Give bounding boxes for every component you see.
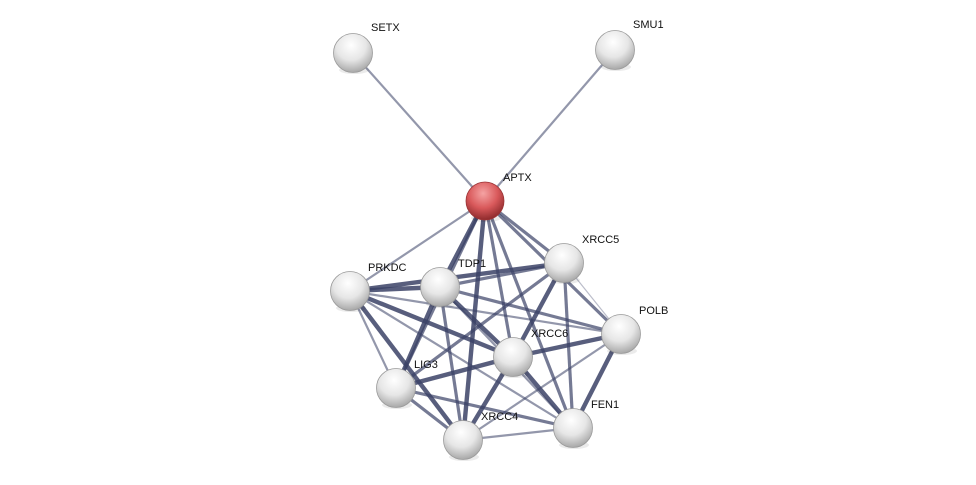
node-label: XRCC6 (531, 328, 568, 340)
node-sphere[interactable] (376, 368, 416, 408)
node-sphere[interactable] (333, 33, 373, 73)
edge-lig3-fen1[interactable] (395, 386, 574, 430)
node-tdp1[interactable]: TDP1 (420, 258, 487, 308)
node-sphere[interactable] (544, 243, 584, 283)
edge-tdp1-xrcc4[interactable] (438, 286, 465, 441)
node-sphere[interactable] (465, 181, 505, 221)
node-label: PRKDC (368, 262, 407, 274)
node-sphere[interactable] (595, 30, 635, 70)
node-sphere[interactable] (330, 271, 370, 311)
edge-prkdc-polb[interactable] (349, 289, 622, 336)
edge-xrcc5-lig3[interactable] (395, 261, 565, 390)
node-sphere[interactable] (553, 408, 593, 448)
node-label: TDP1 (458, 258, 486, 270)
node-polb[interactable]: POLB (601, 305, 669, 355)
edge-polb-xrcc4[interactable] (462, 333, 622, 441)
node-label: FEN1 (591, 399, 619, 411)
edge-aptx-setx[interactable] (352, 52, 486, 202)
node-xrcc6[interactable]: XRCC6 (493, 328, 569, 378)
node-label: XRCC4 (481, 411, 518, 423)
node-label: LIG3 (414, 359, 438, 371)
node-xrcc5[interactable]: XRCC5 (544, 234, 620, 284)
edge-tdp1-xrcc5[interactable] (439, 261, 565, 289)
node-aptx[interactable]: APTX (465, 172, 532, 222)
node-label: XRCC5 (582, 234, 619, 246)
node-lig3[interactable]: LIG3 (376, 359, 438, 409)
node-label: APTX (503, 172, 532, 184)
node-label: SETX (371, 22, 400, 34)
node-xrcc4[interactable]: XRCC4 (443, 411, 519, 461)
node-smu1[interactable]: SMU1 (595, 19, 664, 71)
node-prkdc[interactable]: PRKDC (330, 262, 407, 312)
edge-aptx-fen1[interactable] (483, 200, 575, 429)
node-sphere[interactable] (601, 314, 641, 354)
node-fen1[interactable]: FEN1 (553, 399, 620, 449)
edge-aptx-xrcc6[interactable] (483, 200, 515, 358)
edge-aptx-smu1[interactable] (484, 49, 616, 202)
edge-xrcc6-lig3[interactable] (395, 354, 514, 391)
node-sphere[interactable] (420, 267, 460, 307)
node-label: SMU1 (633, 19, 664, 31)
node-setx[interactable]: SETX (333, 22, 401, 74)
node-label: POLB (639, 305, 668, 317)
node-sphere[interactable] (443, 420, 483, 460)
edge-prkdc-xrcc6[interactable] (349, 288, 514, 360)
node-sphere[interactable] (493, 337, 533, 377)
edge-prkdc-fen1[interactable] (349, 290, 574, 429)
edge-tdp1-polb[interactable] (439, 285, 622, 336)
edge-aptx-prkdc[interactable] (349, 200, 486, 292)
